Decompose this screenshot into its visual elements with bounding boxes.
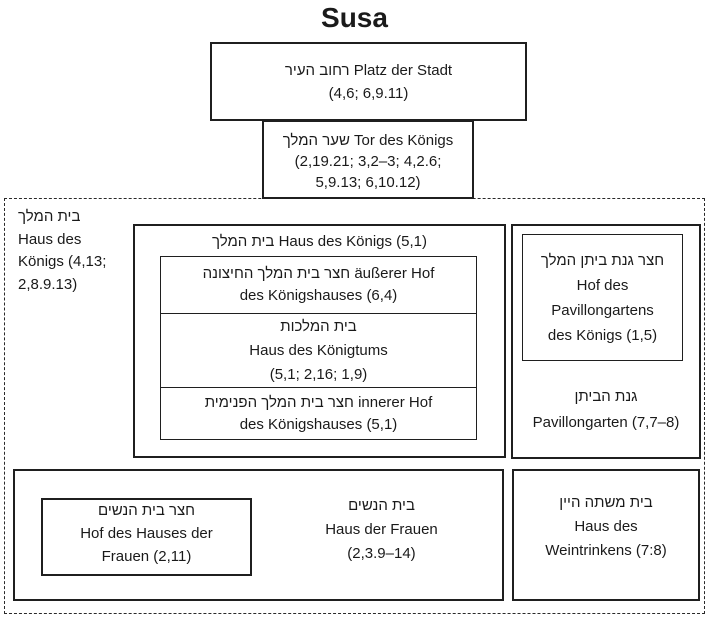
- city-square-box: רחוב העיר Platz der Stadt (4,6; 6,9.11): [210, 42, 527, 121]
- text-line: שער המלך Tor des Königs: [282, 132, 454, 149]
- text-line: בית משתה היין: [559, 494, 653, 511]
- text-line: Weintrinkens (7:8): [545, 542, 667, 559]
- text-line: Haus der Frauen: [325, 521, 438, 538]
- text-line: Hof des Hauses der: [80, 524, 213, 542]
- text-line: רחוב העיר Platz der Stadt: [284, 61, 453, 79]
- outer-court-row: חצר בית המלך החיצונה äußerer Hof des Kön…: [161, 257, 476, 313]
- text-line: Pavillongartens: [551, 301, 654, 319]
- text-line: Frauen (2,11): [101, 547, 192, 565]
- text-line: חצר בית הנשים: [97, 501, 196, 519]
- text-line: (2,3.9–14): [347, 545, 416, 562]
- text-line: (5,1; 2,16; 1,9): [269, 365, 368, 383]
- pavilion-garden-label: גנת הביתן Pavillongarten (7,7–8): [513, 384, 699, 436]
- kings-house-box: בית המלך Haus des Königs (5,1) חצר בית ה…: [133, 224, 506, 458]
- text-line: Königs (4,13;: [18, 253, 107, 270]
- text-line: Haus des: [574, 518, 638, 535]
- pavilion-garden-area-box: חצר גנת ביתן המלך Hof des Pavillongarten…: [511, 224, 701, 459]
- text-line: חצר גנת ביתן המלך: [540, 251, 665, 269]
- kings-gate-box: שער המלך Tor des Königs (2,19.21; 3,2–3;…: [262, 120, 474, 199]
- pavilion-court-box: חצר גנת ביתן המלך Hof des Pavillongarten…: [522, 234, 683, 361]
- wine-house-box: בית משתה היין Haus des Weintrinkens (7:8…: [512, 469, 700, 601]
- text-line: חצר בית המלך החיצונה äußerer Hof: [202, 265, 435, 282]
- text-line: בית המלך: [18, 208, 81, 225]
- womens-house-label: בית הנשים Haus der Frauen (2,3.9–14): [265, 471, 498, 599]
- text-line: des Königs (1,5): [547, 326, 658, 344]
- text-line: des Königshauses (5,1): [239, 415, 398, 433]
- text-line: חצר בית המלך הפנימית innerer Hof: [204, 393, 433, 411]
- text-line: 5,9.13; 6,10.12): [315, 174, 421, 191]
- womens-court-box: חצר בית הנשים Hof des Hauses der Frauen …: [41, 498, 252, 576]
- text-line: Pavillongarten (7,7–8): [532, 414, 680, 431]
- text-line: בית המלכות: [280, 317, 357, 335]
- inner-court-row: חצר בית המלך הפנימית innerer Hof des Kön…: [161, 388, 476, 439]
- diagram-title: Susa: [321, 2, 388, 33]
- text-line: 2,8.9.13): [18, 275, 78, 293]
- kings-house-header: בית המלך Haus des Königs (5,1): [211, 233, 427, 250]
- text-line: (4,6; 6,9.11): [328, 84, 409, 102]
- text-line: (2,19.21; 3,2–3; 4,2.6;: [294, 153, 442, 170]
- kings-house-court-stack: חצר בית המלך החיצונה äußerer Hof des Kön…: [160, 256, 477, 440]
- palace-label: בית המלך Haus des Königs (4,13; 2,8.9.13…: [18, 206, 140, 296]
- text-line: Haus des: [18, 230, 82, 248]
- text-line: בית הנשים: [348, 497, 415, 514]
- womens-house-box: חצר בית הנשים Hof des Hauses der Frauen …: [13, 469, 504, 601]
- text-line: Hof des: [576, 276, 629, 294]
- text-line: גנת הביתן: [574, 388, 638, 405]
- throne-house-row: בית המלכות Haus des Königtums (5,1; 2,16…: [161, 313, 476, 388]
- text-line: Haus des Königtums: [249, 341, 388, 359]
- text-line: des Königshauses (6,4): [239, 287, 398, 304]
